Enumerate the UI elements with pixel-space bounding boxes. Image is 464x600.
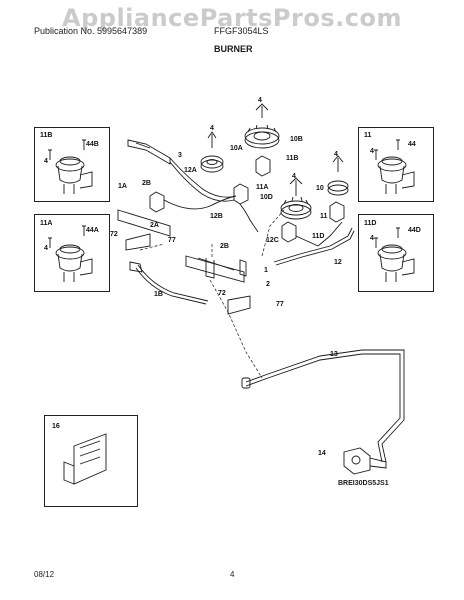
callout-4-10b: 4: [258, 97, 262, 104]
callout-1b: 1B: [154, 291, 163, 298]
callout-11a-main: 11A: [256, 184, 268, 191]
valve-11b-drawing: [48, 139, 93, 194]
callout-14: 14: [318, 450, 326, 457]
footer-date: 08/12: [34, 570, 55, 579]
valve-cluster-drawing: [149, 155, 345, 243]
callout-4-10d: 4: [292, 173, 296, 180]
burner-10d-drawing: [280, 196, 312, 220]
valve-11a-drawing: [48, 225, 93, 282]
watermark: AppliancePartsPros.com: [62, 4, 402, 32]
callout-2: 2: [266, 281, 270, 288]
callout-4-11: 4: [370, 148, 374, 155]
callout-1a: 1A: [118, 183, 127, 190]
valve-11-drawing: [374, 139, 415, 194]
burner-10-drawing: [327, 155, 349, 196]
callout-44b: 44B: [86, 141, 99, 148]
callout-11d: 11D: [364, 220, 376, 227]
callout-4-11b: 4: [44, 158, 48, 165]
callout-44: 44: [408, 141, 416, 148]
callout-1: 1: [264, 267, 268, 274]
callout-11: 11: [364, 132, 372, 139]
callout-11b: 11B: [40, 132, 52, 139]
burner-10b-drawing: [244, 103, 280, 149]
callout-12c: 12C: [266, 237, 279, 244]
footer-page-number: 4: [230, 570, 235, 579]
callout-2b-mid: 2B: [220, 243, 229, 250]
callout-11-main: 11: [320, 213, 328, 220]
callout-72-mid: 72: [218, 290, 226, 297]
inset-16: [44, 415, 138, 507]
manifold-bracket-drawing: [117, 139, 171, 273]
regulator-14-drawing: [343, 447, 387, 475]
arrow-4-10d: [289, 177, 303, 196]
callout-16: 16: [52, 423, 60, 430]
callout-44d: 44D: [408, 227, 421, 234]
page-title: BURNER: [214, 44, 253, 54]
callout-12b: 12B: [210, 213, 223, 220]
callout-10: 10: [316, 185, 324, 192]
bracket-16-drawing: [63, 433, 107, 485]
callout-13: 13: [330, 351, 338, 358]
diagram-code: BREI30DS5JS1: [338, 480, 389, 487]
callout-10b: 10B: [290, 136, 303, 143]
callout-12a: 12A: [184, 167, 197, 174]
callout-10d: 10D: [260, 194, 273, 201]
callout-11b-main: 11B: [286, 155, 298, 162]
gas-tubes-drawing: [135, 157, 355, 305]
callout-4-10: 4: [334, 151, 338, 158]
lower-bracket-drawing: [185, 255, 251, 315]
callout-77-left: 77: [168, 237, 176, 244]
callout-44a: 44A: [86, 227, 99, 234]
callout-12: 12: [334, 259, 342, 266]
callout-10a: 10A: [230, 145, 243, 152]
callout-4-11a: 4: [44, 245, 48, 252]
callout-72-left: 72: [110, 231, 118, 238]
publication-number: Publication No. 5995647389: [34, 26, 148, 36]
callout-11d-main: 11D: [312, 233, 324, 240]
main-tube-13-drawing: [241, 349, 405, 463]
callout-77-mid: 77: [276, 301, 284, 308]
callout-2b-left: 2B: [142, 180, 151, 187]
burner-10a-drawing: [200, 131, 224, 173]
callout-2a: 2A: [150, 222, 159, 229]
callout-4-11d: 4: [370, 235, 374, 242]
valve-11d-drawing: [374, 227, 415, 282]
callout-11a: 11A: [40, 220, 52, 227]
callout-4-10a: 4: [210, 125, 214, 132]
callout-3: 3: [178, 152, 182, 159]
model-number: FFGF3054LS: [214, 26, 269, 36]
